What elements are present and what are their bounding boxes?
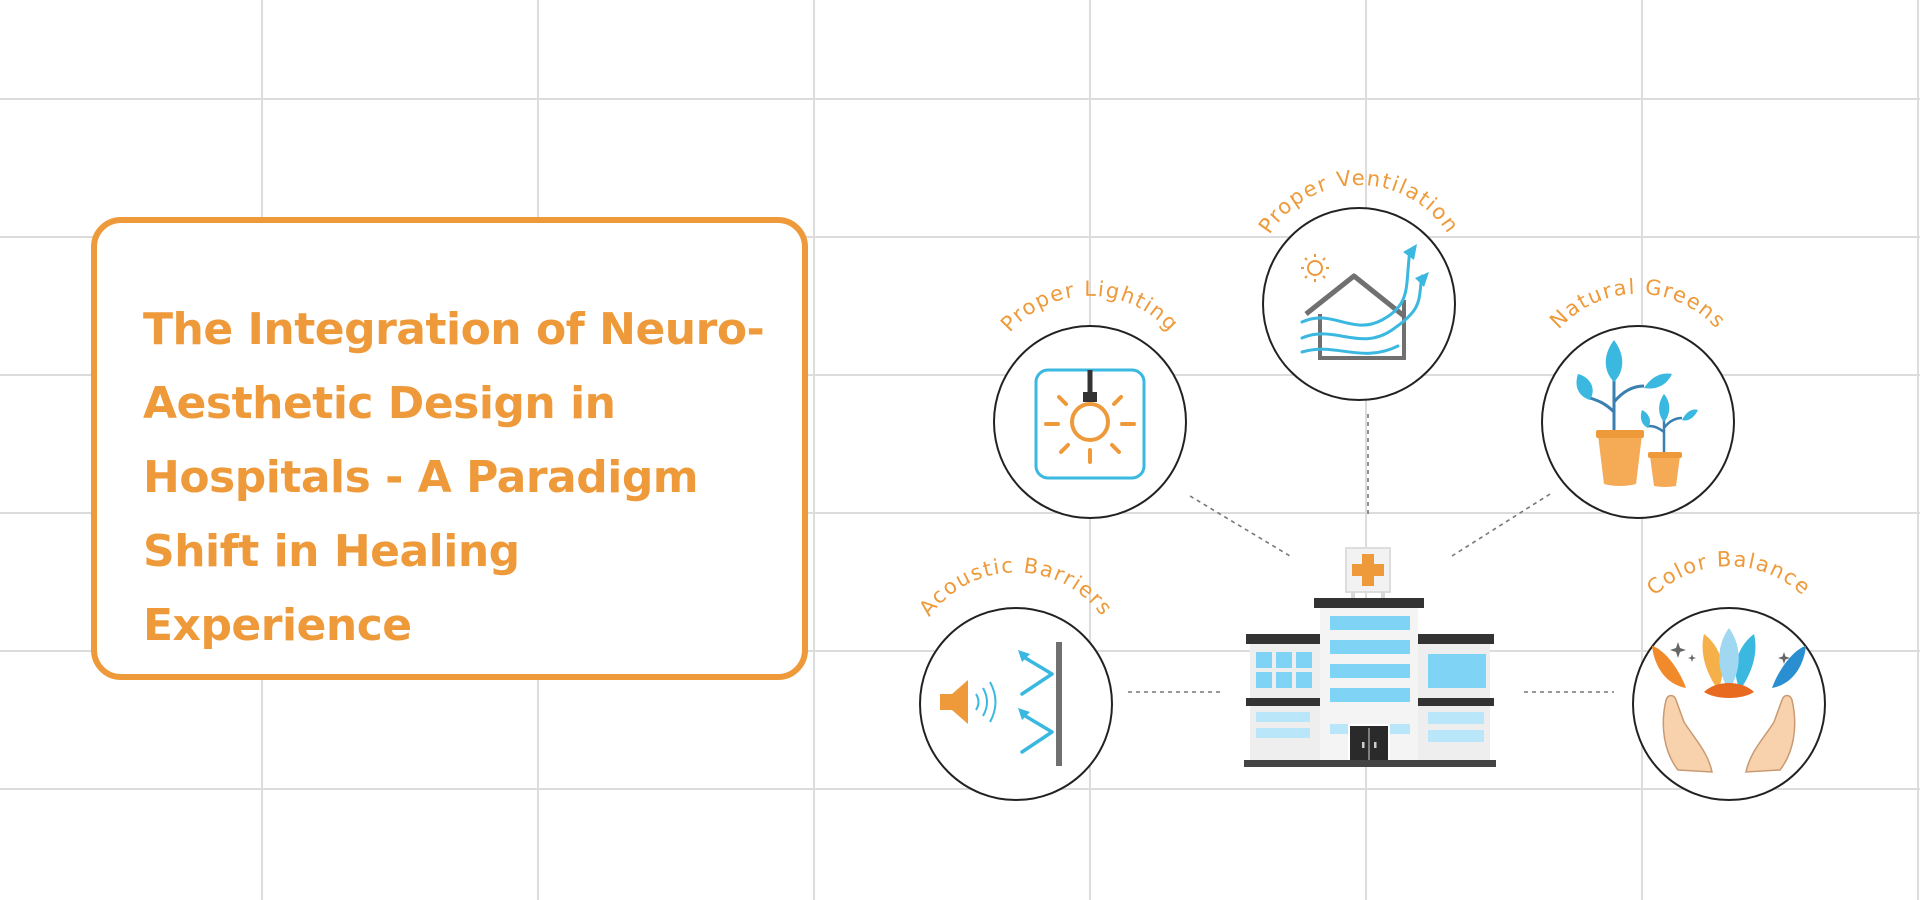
connector-line-greens	[1451, 493, 1551, 557]
node-circle-acoustic	[919, 607, 1113, 801]
node-circle-lighting	[993, 325, 1187, 519]
feature-label-color: Color Balance	[1642, 547, 1816, 600]
hospital-building-icon	[1244, 547, 1496, 767]
feature-label-greens: Natural Greens	[1545, 275, 1731, 334]
potted-plants-icon	[1576, 340, 1698, 487]
page-title: The Integration of Neuro-Aesthetic Desig…	[143, 304, 765, 651]
speaker-sound-barrier-icon	[940, 642, 1062, 766]
ventilation-house-icon	[1300, 244, 1429, 360]
lotus-hands-icon	[1652, 628, 1806, 773]
node-circle-ventilation	[1262, 207, 1456, 401]
connector-line-lighting	[1189, 495, 1291, 557]
title-card: The Integration of Neuro-Aesthetic Desig…	[91, 217, 808, 680]
node-circle-greens	[1541, 325, 1735, 519]
lightbulb-icon	[1034, 368, 1146, 480]
